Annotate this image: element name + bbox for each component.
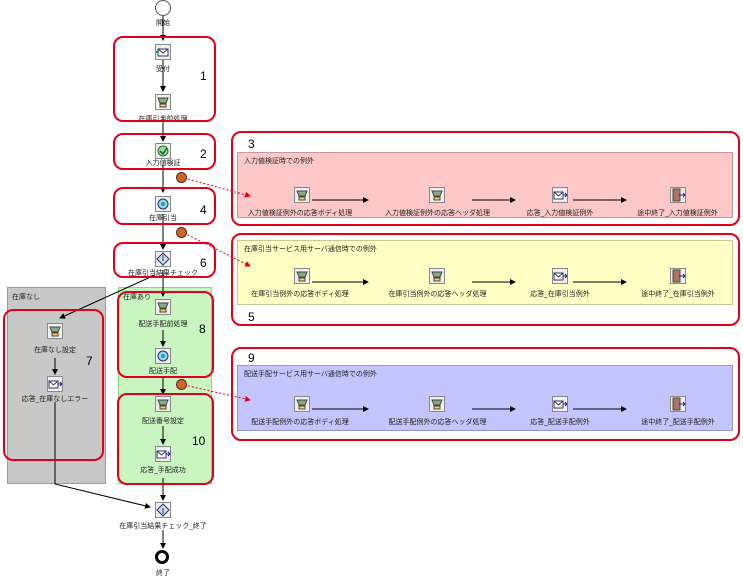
callout-number-1: 1: [200, 69, 207, 83]
result-check-label: 在庫引当結果チェック: [128, 269, 198, 277]
callout-number-3: 3: [248, 137, 255, 151]
reply-success-label: 応答_手配成功: [140, 466, 186, 474]
exception-input-title: 入力値検証時での例外: [244, 157, 314, 165]
exc-allocate-step-2: 在庫引当例外の応答ヘッダ処理: [388, 290, 487, 298]
no-stock-set-icon[interactable]: [47, 323, 63, 339]
pre-process-label: 在庫引当前処理: [138, 115, 188, 123]
end-node[interactable]: [155, 550, 169, 564]
exception-allocate-title: 在庫引当サービス用サーバ通信時での例外: [244, 245, 377, 253]
exc-delivery-reply-icon[interactable]: [552, 396, 568, 412]
exc-allocate-body-icon[interactable]: [294, 268, 310, 284]
no-stock-set-label: 在庫なし設定: [34, 346, 76, 354]
callout-number-10: 10: [192, 434, 206, 448]
delivery-no-set-label: 配送番号設定: [142, 417, 184, 425]
exc-input-exit-icon[interactable]: [670, 187, 686, 203]
callout-box-5: [231, 233, 740, 326]
input-check-icon[interactable]: [155, 143, 171, 159]
lane-in-stock-title: 在庫あり: [123, 293, 151, 301]
exc-allocate-exit-icon[interactable]: [670, 268, 686, 284]
delivery-icon[interactable]: [155, 348, 171, 364]
exception-delivery-region: 配送手配サービス用サーバ通信時での例外: [237, 365, 733, 431]
delivery-pre-label: 配送手配前処理: [138, 320, 188, 328]
exc-input-step-4: 途中終了_入力値検証例外: [637, 209, 718, 217]
input-check-label: 入力値検証: [145, 159, 181, 167]
result-check-end-label: 在庫引当結果チェック_終了: [119, 522, 207, 530]
delivery-no-set-icon[interactable]: [155, 396, 171, 412]
result-check-end-icon[interactable]: [155, 502, 171, 518]
exc-input-header-icon[interactable]: [429, 187, 445, 203]
exc-allocate-reply-icon[interactable]: [552, 268, 568, 284]
pre-process-icon[interactable]: [155, 94, 171, 110]
callout-number-8: 8: [199, 322, 206, 336]
exc-input-body-icon[interactable]: [294, 187, 310, 203]
receive-icon[interactable]: [155, 44, 171, 60]
callout-box-9: [231, 347, 740, 441]
exc-input-step-3: 応答_入力値検証例外: [526, 209, 594, 217]
exc-delivery-body-icon[interactable]: [294, 396, 310, 412]
callout-number-2: 2: [200, 147, 207, 161]
callout-box-8: [117, 291, 214, 378]
callout-box-3: [231, 131, 740, 226]
exception-allocate-region: 在庫引当サービス用サーバ通信時での例外: [237, 240, 733, 305]
callout-box-6: [113, 242, 216, 278]
allocate-label: 在庫引当: [149, 214, 177, 222]
end-label: 終了: [156, 569, 170, 577]
allocate-error-event-icon[interactable]: [176, 227, 187, 238]
exception-delivery-title: 配送手配サービス用サーバ通信時での例外: [244, 370, 377, 378]
exc-delivery-step-1: 配送手配例外の応答ボディ処理: [251, 418, 349, 426]
callout-number-9: 9: [248, 351, 255, 365]
exc-allocate-step-3: 応答_在庫引当例外: [530, 290, 590, 298]
exc-delivery-exit-icon[interactable]: [670, 396, 686, 412]
exc-allocate-step-1: 在庫引当例外の応答ボディ処理: [251, 290, 349, 298]
callout-box-1: [113, 36, 216, 122]
exc-allocate-step-4: 途中終了_在庫引当例外: [641, 290, 715, 298]
exc-input-step-1: 入力値検証例外の応答ボディ処理: [247, 209, 353, 217]
exception-input-region: 入力値検証時での例外: [237, 152, 733, 218]
receive-label: 受付: [156, 65, 170, 73]
callout-box-10: [117, 393, 214, 485]
exc-allocate-header-icon[interactable]: [429, 268, 445, 284]
callout-number-7: 7: [86, 354, 93, 368]
no-stock-reply-icon[interactable]: [47, 376, 63, 392]
callout-number-6: 6: [200, 256, 207, 270]
start-label: 開始: [156, 19, 170, 27]
exc-input-step-2: 入力値検証例外の応答ヘッダ処理: [385, 209, 490, 217]
exc-delivery-header-icon[interactable]: [429, 396, 445, 412]
allocate-icon[interactable]: [155, 196, 171, 212]
exc-delivery-step-4: 途中終了_配送手配例外: [641, 418, 715, 426]
callout-box-2: [113, 133, 216, 170]
start-node[interactable]: [155, 0, 171, 16]
callout-number-5: 5: [248, 310, 255, 324]
callout-box-4: [113, 187, 216, 225]
no-stock-reply-label: 応答_在庫なしエラー: [21, 395, 89, 403]
callout-number-4: 4: [200, 203, 207, 217]
delivery-error-event-icon[interactable]: [176, 379, 187, 390]
reply-success-icon[interactable]: [155, 446, 171, 462]
exc-delivery-step-2: 配送手配例外の応答ヘッダ処理: [388, 418, 487, 426]
delivery-label: 配送手配: [149, 367, 177, 375]
exc-delivery-step-3: 応答_配送手配例外: [530, 418, 590, 426]
lane-no-stock-title: 在庫なし: [12, 293, 40, 301]
callout-box-7: [3, 309, 104, 461]
delivery-pre-icon[interactable]: [155, 299, 171, 315]
exc-input-reply-icon[interactable]: [552, 187, 568, 203]
result-check-icon[interactable]: [155, 251, 171, 267]
input-check-error-event-icon[interactable]: [176, 172, 187, 183]
